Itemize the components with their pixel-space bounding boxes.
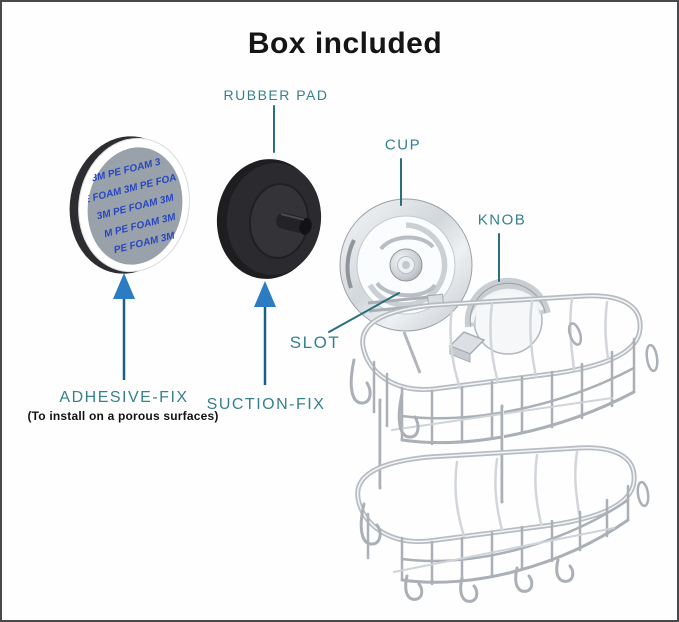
top-basket-illustration (349, 293, 659, 504)
suction-arrow (254, 281, 276, 385)
adhesive-arrow (113, 273, 135, 380)
slot-leader-line (328, 292, 400, 333)
rubber-pad-illustration (216, 159, 322, 279)
adhesive-fix-note: (To install on a porous surfaces) (27, 409, 219, 423)
suction-cup-illustration (339, 198, 473, 374)
cup-label: CUP (384, 136, 422, 154)
slot-label: SLOT (289, 333, 341, 352)
suction-fix-label: SUCTION-FIX (206, 396, 326, 413)
knob-label: KNOB (477, 211, 527, 229)
adhesive-pad-illustration: 3M PE FOAM 3 PE FOAM 3M PE FOAM 3M PE FO… (69, 136, 190, 274)
page-title: Box included (247, 27, 443, 60)
rubber-pad-label: RUBBER PAD (223, 87, 329, 103)
leader-lines (273, 105, 500, 333)
adhesive-fix-label: ADHESIVE-FIX (59, 389, 189, 406)
bottom-basket-illustration (355, 445, 650, 603)
